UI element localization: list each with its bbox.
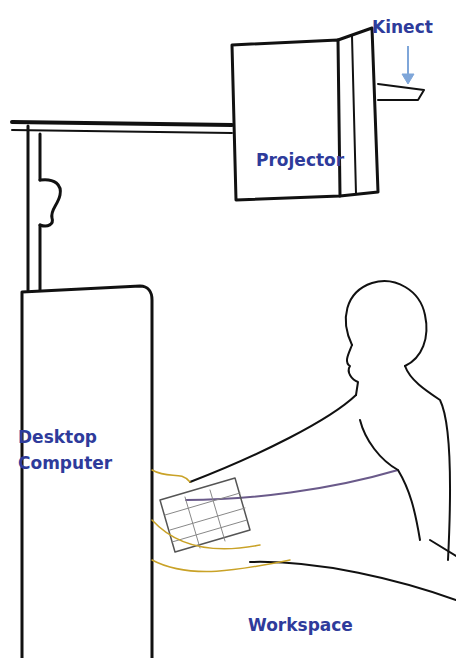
projector-body <box>232 40 340 200</box>
keyboard <box>160 478 250 552</box>
kinect-sensor <box>378 84 424 100</box>
person-head <box>346 281 427 366</box>
person-face <box>347 345 358 395</box>
cables <box>152 470 290 572</box>
kinect-pointer <box>407 46 409 76</box>
part-label: Kinect <box>372 14 452 40</box>
projector-seam <box>352 36 356 194</box>
part-label: Workspace <box>248 612 388 638</box>
person-back <box>405 366 450 560</box>
part-label: Desktop Computer <box>18 424 143 476</box>
mount-pole <box>28 126 40 290</box>
person-arm-lower <box>186 470 398 500</box>
person-arm-upper <box>190 395 356 482</box>
projector-front <box>338 28 378 196</box>
mount-arm <box>12 122 232 125</box>
pole-clamp <box>40 180 60 226</box>
kinect-pointer-head <box>402 74 414 84</box>
desk-edge <box>250 540 456 600</box>
person-torso <box>360 420 420 540</box>
mount-arm-edge <box>12 130 232 133</box>
part-label: Projector <box>256 147 366 173</box>
